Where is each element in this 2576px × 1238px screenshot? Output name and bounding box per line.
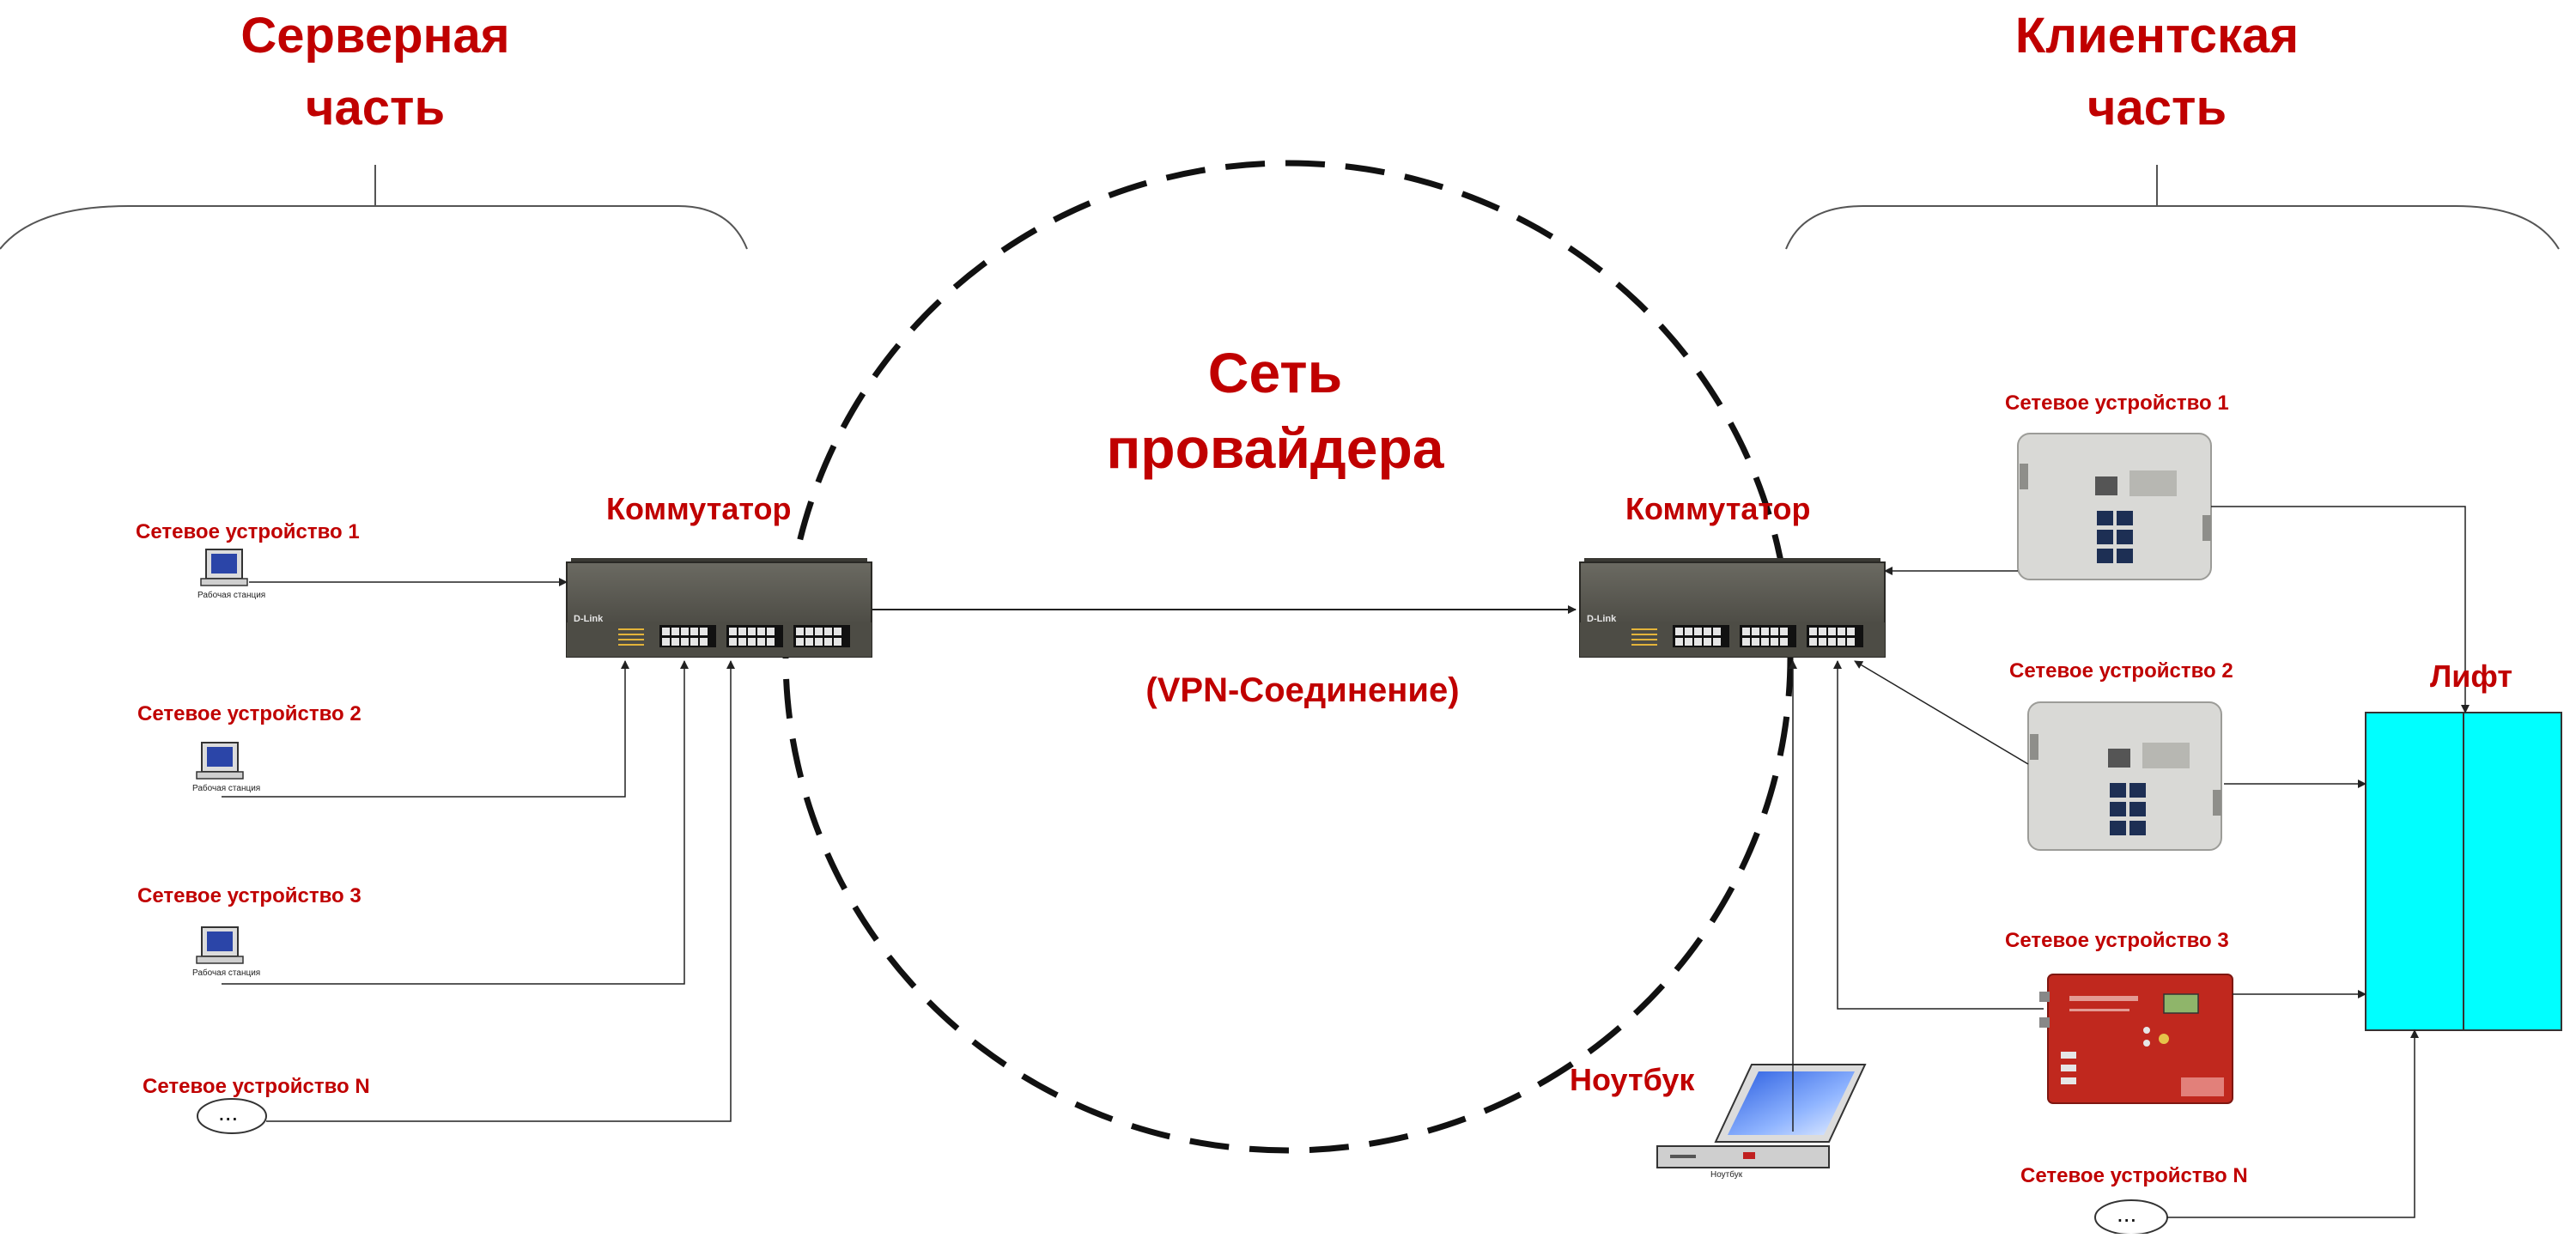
client-device-n-dots: ... — [2117, 1200, 2137, 1227]
server-part-title: Серверная часть — [240, 8, 510, 136]
client-device-3-label: Сетевое устройство 3 — [2005, 929, 2229, 952]
server-device-1-label: Сетевое устройство 1 — [136, 520, 360, 543]
vpn-label: (VPN-Соединение) — [1145, 671, 1460, 709]
provider-network-title: Сеть провайдера — [1106, 341, 1444, 480]
workstation-2-icon — [196, 742, 244, 780]
client-device-1-label: Сетевое устройство 1 — [2005, 391, 2229, 415]
laptop-caption: Ноутбук — [1710, 1170, 1743, 1180]
workstation-3-caption: Рабочая станция — [192, 968, 261, 978]
server-switch-brand: D-Link — [574, 614, 604, 624]
client-device-n-label: Сетевое устройство N — [2020, 1164, 2248, 1187]
client-switch-label: Коммутатор — [1625, 491, 1811, 526]
client-brace — [1785, 205, 2560, 250]
laptop-icon — [1656, 1064, 1867, 1168]
server-device-n-label: Сетевое устройство N — [143, 1075, 370, 1098]
client-controller-3-image — [2039, 974, 2233, 1104]
client-switch-brand: D-Link — [1587, 614, 1617, 624]
server-switch-label: Коммутатор — [606, 491, 792, 526]
server-device-2-label: Сетевое устройство 2 — [137, 702, 361, 725]
client-switch-image — [1579, 558, 1886, 658]
workstation-1-caption: Рабочая станция — [197, 591, 266, 600]
client-controller-2-image — [2027, 701, 2222, 851]
server-device-n-dots: ... — [218, 1099, 239, 1126]
client-controller-1-image — [2017, 433, 2212, 580]
workstation-2-caption: Рабочая станция — [192, 784, 261, 793]
lift-label: Лифт — [2430, 658, 2513, 694]
server-device-n-ellipse — [197, 1098, 267, 1134]
server-switch-image — [566, 558, 872, 658]
server-brace — [0, 205, 748, 250]
laptop-label: Ноутбук — [1570, 1062, 1695, 1097]
client-device-2-label: Сетевое устройство 2 — [2009, 659, 2233, 683]
server-device-3-label: Сетевое устройство 3 — [137, 884, 361, 907]
workstation-1-icon — [200, 549, 248, 586]
workstation-3-icon — [196, 926, 244, 964]
client-part-title: Клиентская часть — [2014, 8, 2300, 136]
